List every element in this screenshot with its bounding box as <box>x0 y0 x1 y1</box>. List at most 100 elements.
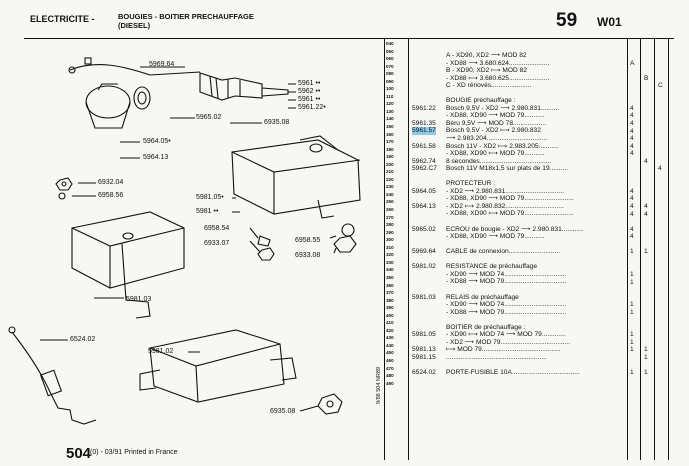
part-row: 5961.58 Bosch 11V - XD2 ⟼ 2.983.205......… <box>412 143 624 151</box>
part-row: 5969.64 CABLE de connexion...............… <box>412 248 624 256</box>
part-desc: ECROU de bougie - XD2 ⟶ 2.980.831.......… <box>446 225 584 233</box>
line-number: 310 <box>386 244 394 250</box>
part-row: - XD88, XD90 ⟼ MOD 79........... <box>412 150 624 158</box>
part-ref: 5964.05 <box>412 187 436 195</box>
nut-6933-08 <box>333 235 357 253</box>
divider-left <box>384 38 385 460</box>
line-number: 130 <box>386 108 394 114</box>
label-5981-02: 5981.02 <box>148 348 174 355</box>
part-row: B - XD90, XD2 ⟼ MOD 82 <box>412 67 624 75</box>
quantity-cell: C <box>658 82 663 90</box>
part-row: 5981.13⟼ MOD 79.........................… <box>412 346 624 354</box>
part-desc: - XD90 ⟶ MOD 74.........................… <box>446 301 567 309</box>
part-row: 5981.15.................................… <box>412 354 624 362</box>
line-number: 180 <box>386 146 394 152</box>
quantity-cell: B <box>644 74 649 82</box>
connection-cable <box>69 64 201 76</box>
line-number: 480 <box>386 373 394 379</box>
part-row: - XD88 ⟼ 3.680.625...................... <box>412 75 624 83</box>
part-ref: 5961.58 <box>412 142 436 150</box>
label-5961-22: 5961.22• <box>298 104 326 111</box>
part-desc: - XD88, XD90 ⟶ MOD 79........... <box>446 112 545 120</box>
line-number: 420 <box>386 327 394 333</box>
preheat-box <box>231 139 361 215</box>
part-desc: - XD88 ⟶ MOD 79.........................… <box>446 278 567 286</box>
part-row: - XD88, XD90 ⟶ MOD 79........... <box>412 112 624 120</box>
line-number: 210 <box>386 169 394 175</box>
part-row: - XD88, XD90 ⟶ MOD 79........... <box>412 233 624 241</box>
relay-box <box>71 211 185 289</box>
footer-print-info: (0) - 03/91 Printed in France <box>90 449 178 456</box>
part-row: ⟶ 2.983.204.............................… <box>412 135 624 143</box>
part-desc: BOUGIE préchauffage : <box>446 97 516 105</box>
quantity-cell: 4 <box>630 127 634 135</box>
part-row <box>412 286 624 294</box>
cable-ring <box>68 66 76 74</box>
line-number: 170 <box>386 139 394 145</box>
part-row: - XD88 ⟶ 3.680.624...................... <box>412 60 624 68</box>
part-desc: Bosch 11V - XD2 ⟼ 2.983.205........... <box>446 142 559 150</box>
line-number: 110 <box>386 93 394 99</box>
part-ref: 5981.05 <box>412 331 436 339</box>
quantity-cell: 4 <box>658 165 662 173</box>
divider-col-b <box>640 38 641 460</box>
section-subtitle: BOUGIES - BOITIER PRECHAUFFAGE (DIESEL) <box>118 12 254 30</box>
header-rule <box>24 38 674 39</box>
quantity-cell: 4 <box>630 135 634 143</box>
line-number: 330 <box>386 259 394 265</box>
part-row: - XD88 ⟶ MOD 79.........................… <box>412 278 624 286</box>
fuse-holder-wire <box>11 331 97 425</box>
line-number: 060 <box>386 56 394 62</box>
washer-6958-54 <box>257 235 271 247</box>
line-number: 080 <box>386 71 394 77</box>
part-ref: 6524.02 <box>412 368 436 376</box>
part-desc: - XD88 ⟶ MOD 79.........................… <box>446 308 567 316</box>
line-number: 150 <box>386 124 394 130</box>
part-desc: Bosch 9,5V - XD2 ⟶ 2.980.831.......... <box>446 104 560 112</box>
quantity-cell: 1 <box>644 354 648 361</box>
line-number: 350 <box>386 274 394 280</box>
part-row: - XD90 ⟶ MOD 74.........................… <box>412 271 624 279</box>
quantity-cell: 4 <box>644 157 648 165</box>
part-row: 6524.02 PORTE-FUSIBLE 10A................… <box>412 369 624 377</box>
washer-6958-55 <box>341 223 355 237</box>
quantity-cell: 4 <box>630 195 634 203</box>
glow-plug-tip <box>261 87 289 97</box>
line-number: 470 <box>386 365 394 371</box>
label-6958-55: 6958.55 <box>295 237 321 244</box>
line-number: 440 <box>386 342 394 348</box>
part-ref: 5969.64 <box>412 248 436 256</box>
line-number: 070 <box>386 63 394 69</box>
line-number: 320 <box>386 252 394 258</box>
quantity-cell: 4 <box>630 210 634 218</box>
part-row: 5981.05- XD90 ⟼ MOD 74 ⟶ MOD 79.........… <box>412 331 624 339</box>
part-row <box>412 316 624 324</box>
part-desc: Bosch 9,5V - XD2 ⟼ 2.980.832 <box>446 127 541 135</box>
part-row: - XD88 ⟶ MOD 79.........................… <box>412 309 624 317</box>
line-number: 490 <box>386 380 394 386</box>
label-6958-56: 6958.56 <box>98 192 124 199</box>
line-number: 250 <box>386 199 394 205</box>
protector <box>85 85 131 119</box>
line-number: 400 <box>386 312 394 318</box>
part-desc: PORTE-FUSIBLE 10A.......................… <box>446 368 580 376</box>
part-desc: PROTECTEUR : <box>446 180 496 188</box>
footer-page-number: 504 <box>66 445 92 462</box>
part-row: - XD2 ⟶ MOD 79..........................… <box>412 339 624 347</box>
divider-col-a <box>627 38 628 460</box>
part-desc: CABLE de connexion......................… <box>446 248 560 256</box>
part-desc: A - XD90, XD2 ⟶ MOD 82 <box>446 52 527 59</box>
label-5981-05: 5981.05• <box>196 194 224 201</box>
part-row: BOITIER de préchauffage : <box>412 324 624 332</box>
part-desc: - XD88, XD90 ⟶ MOD 79...................… <box>446 195 574 203</box>
quantity-cell: 4 <box>644 203 648 210</box>
line-number: 090 <box>386 78 394 84</box>
part-desc: - XD88, XD90 ⟶ MOD 79........... <box>446 233 545 241</box>
quantity-cell: 1 <box>630 301 634 309</box>
part-row <box>412 241 624 249</box>
quantity-cell: 4 <box>630 233 634 241</box>
quantity-cell: 4 <box>630 142 634 150</box>
